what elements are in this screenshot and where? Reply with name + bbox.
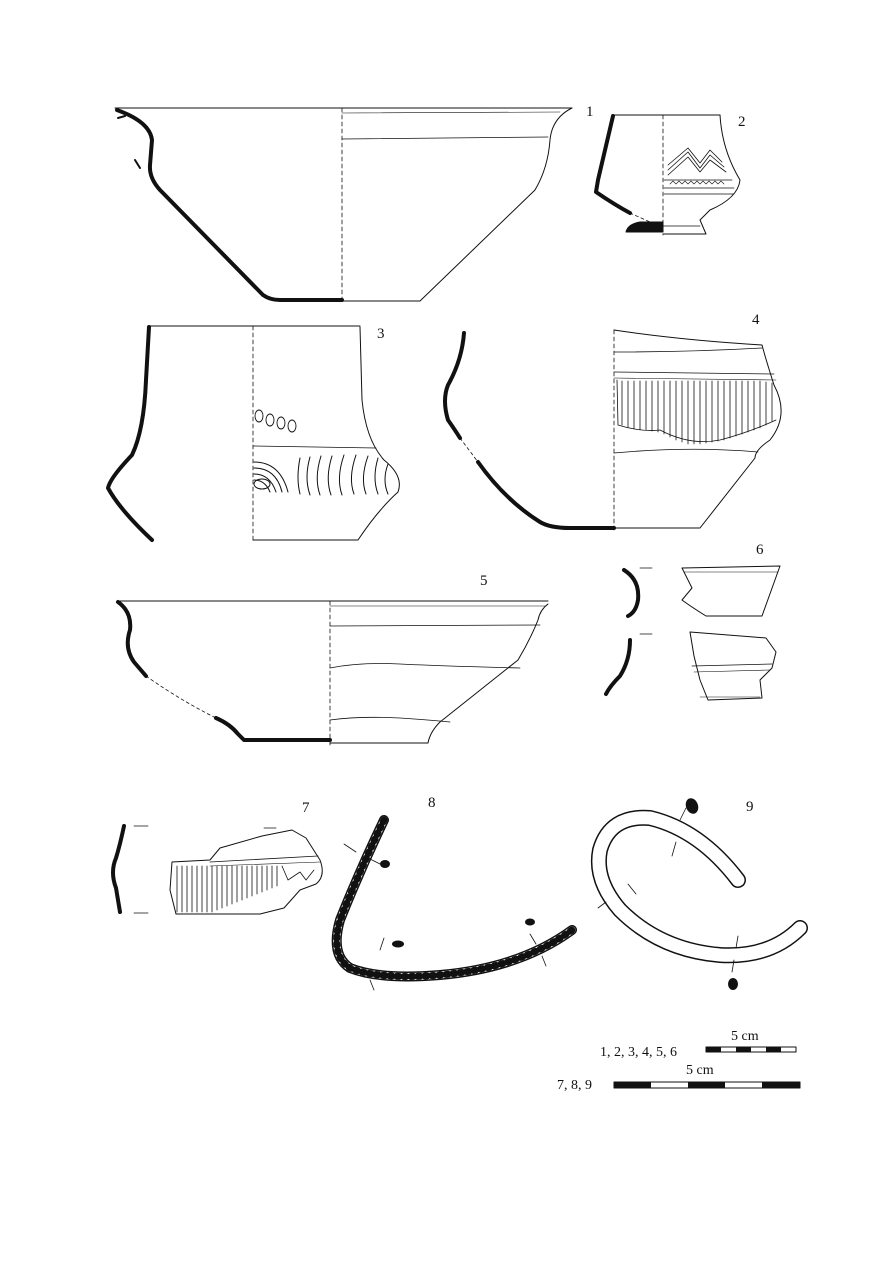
scale-bar-pottery xyxy=(705,1046,797,1053)
torc-8 xyxy=(331,815,577,991)
figure-label-8: 8 xyxy=(428,795,436,811)
vessel-3 xyxy=(106,325,400,543)
vessel-5 xyxy=(116,600,549,746)
figure-label-2: 2 xyxy=(738,114,746,130)
figure-label-9: 9 xyxy=(746,799,754,815)
scale-metal-unit: 5 cm xyxy=(686,1063,714,1078)
figure-label-1: 1 xyxy=(586,104,594,120)
scale-pottery-unit: 5 cm xyxy=(731,1029,759,1044)
ring-9 xyxy=(590,807,808,973)
figure-label-6: 6 xyxy=(756,542,764,558)
vessel-1 xyxy=(114,107,573,303)
figure-label-5: 5 xyxy=(480,573,488,589)
scale-pottery-items: 1, 2, 3, 4, 5, 6 xyxy=(600,1045,677,1060)
figure-label-3: 3 xyxy=(377,326,385,342)
scale-metal-items: 7, 8, 9 xyxy=(557,1078,592,1093)
fragment-7 xyxy=(111,824,323,915)
figure-label-4: 4 xyxy=(752,312,760,328)
vessel-4 xyxy=(443,329,782,531)
figure-label-7: 7 xyxy=(302,800,310,816)
vessel-2 xyxy=(594,114,741,236)
scale-bar-metal xyxy=(613,1081,801,1089)
fragments-6 xyxy=(604,565,781,701)
